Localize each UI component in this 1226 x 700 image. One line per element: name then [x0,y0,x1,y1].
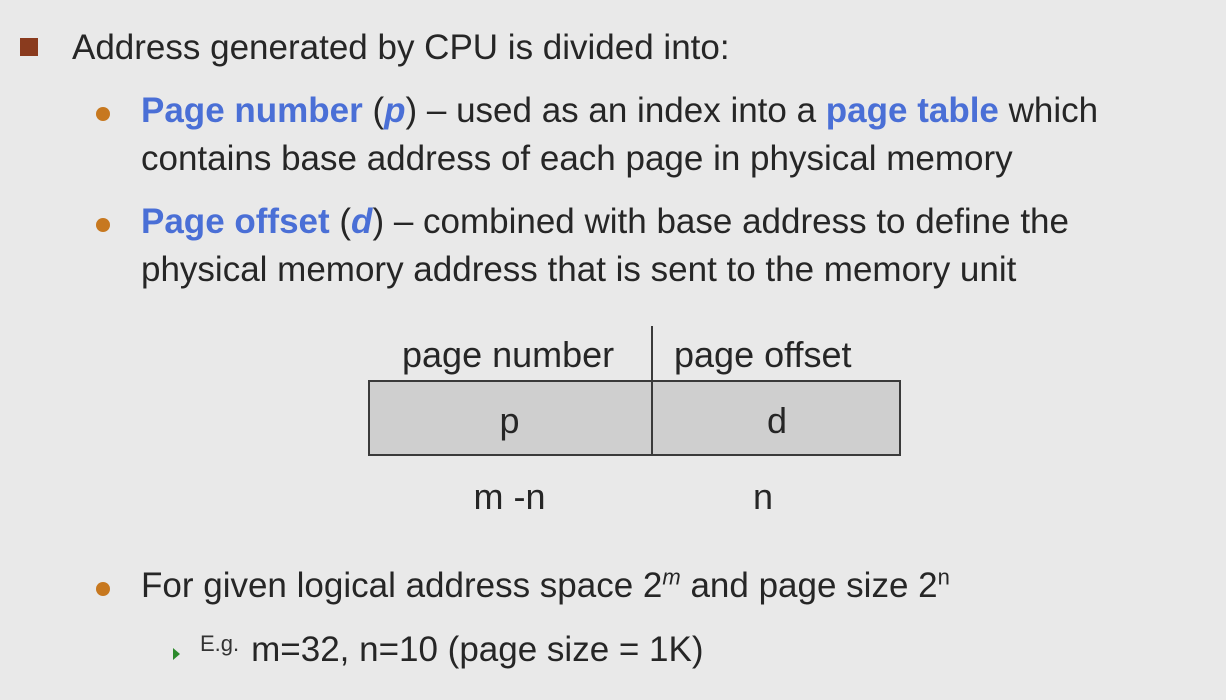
term-page-table: page table [825,91,999,130]
arrow-bullet-icon [173,648,180,660]
header-page-number: page number [402,334,615,375]
page-offset-desc: ) – combined with base address to define… [372,202,1069,241]
table-divider [651,326,653,456]
cell-p: p [499,400,520,441]
label-m-minus-n: m -n [473,476,546,517]
page-offset-line2: physical memory address that is sent to … [141,250,1017,289]
term-page-offset: Page offset [141,202,330,241]
sup-m: m [662,564,681,590]
header-page-offset: page offset [674,334,852,375]
sup-n: n [937,564,950,590]
cell-d: d [766,400,788,441]
page-offset-line1: Page offset (d) – combined with base add… [141,202,1069,242]
example-text: m=32, n=10 (page size = 1K) [251,630,704,669]
eg-label: E.g. [200,631,240,656]
text-address-space: For given logical address space 2 [141,566,663,605]
page-number-desc-end: which [998,91,1099,130]
page-number-desc: ) – used as an index into a [405,91,826,130]
var-d: d [351,202,373,241]
square-bullet-icon [20,38,38,56]
bullet-address-generated: Address generated by CPU is divided into… [72,28,730,67]
round-bullet-icon [96,107,110,121]
logical-address-space-line: For given logical address space 2m and p… [141,566,950,606]
text-page-size: and page size 2 [680,566,938,605]
page-number-line2: contains base address of each page in ph… [141,139,1013,178]
example-line: E.g. m=32, n=10 (page size = 1K) [200,630,704,670]
paren-open: ( [329,202,352,241]
round-bullet-icon [96,218,110,232]
page-number-line1: Page number (p) – used as an index into … [141,91,1098,131]
paren-open: ( [362,91,385,130]
address-format-box [368,380,901,456]
round-bullet-icon [96,582,110,596]
var-p: p [384,91,406,130]
label-n: n [752,476,774,517]
term-page-number: Page number [141,91,363,130]
